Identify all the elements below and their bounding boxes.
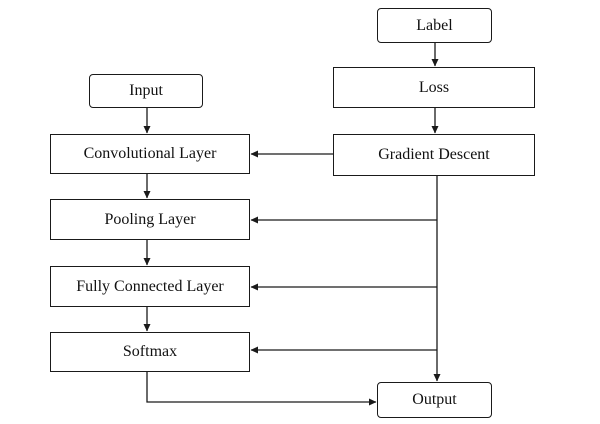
loss-node: Loss xyxy=(333,67,535,108)
label-node: Label xyxy=(377,8,492,43)
softmax-node: Softmax xyxy=(50,332,250,372)
pooling-layer-node: Pooling Layer xyxy=(50,199,250,240)
output-node: Output xyxy=(377,382,492,418)
input-node: Input xyxy=(89,74,203,108)
conv-layer-node: Convolutional Layer xyxy=(50,134,250,174)
gradient-descent-node: Gradient Descent xyxy=(333,134,535,176)
edge-softmax-to-output xyxy=(146,372,377,406)
fc-layer-node: Fully Connected Layer xyxy=(50,266,250,307)
